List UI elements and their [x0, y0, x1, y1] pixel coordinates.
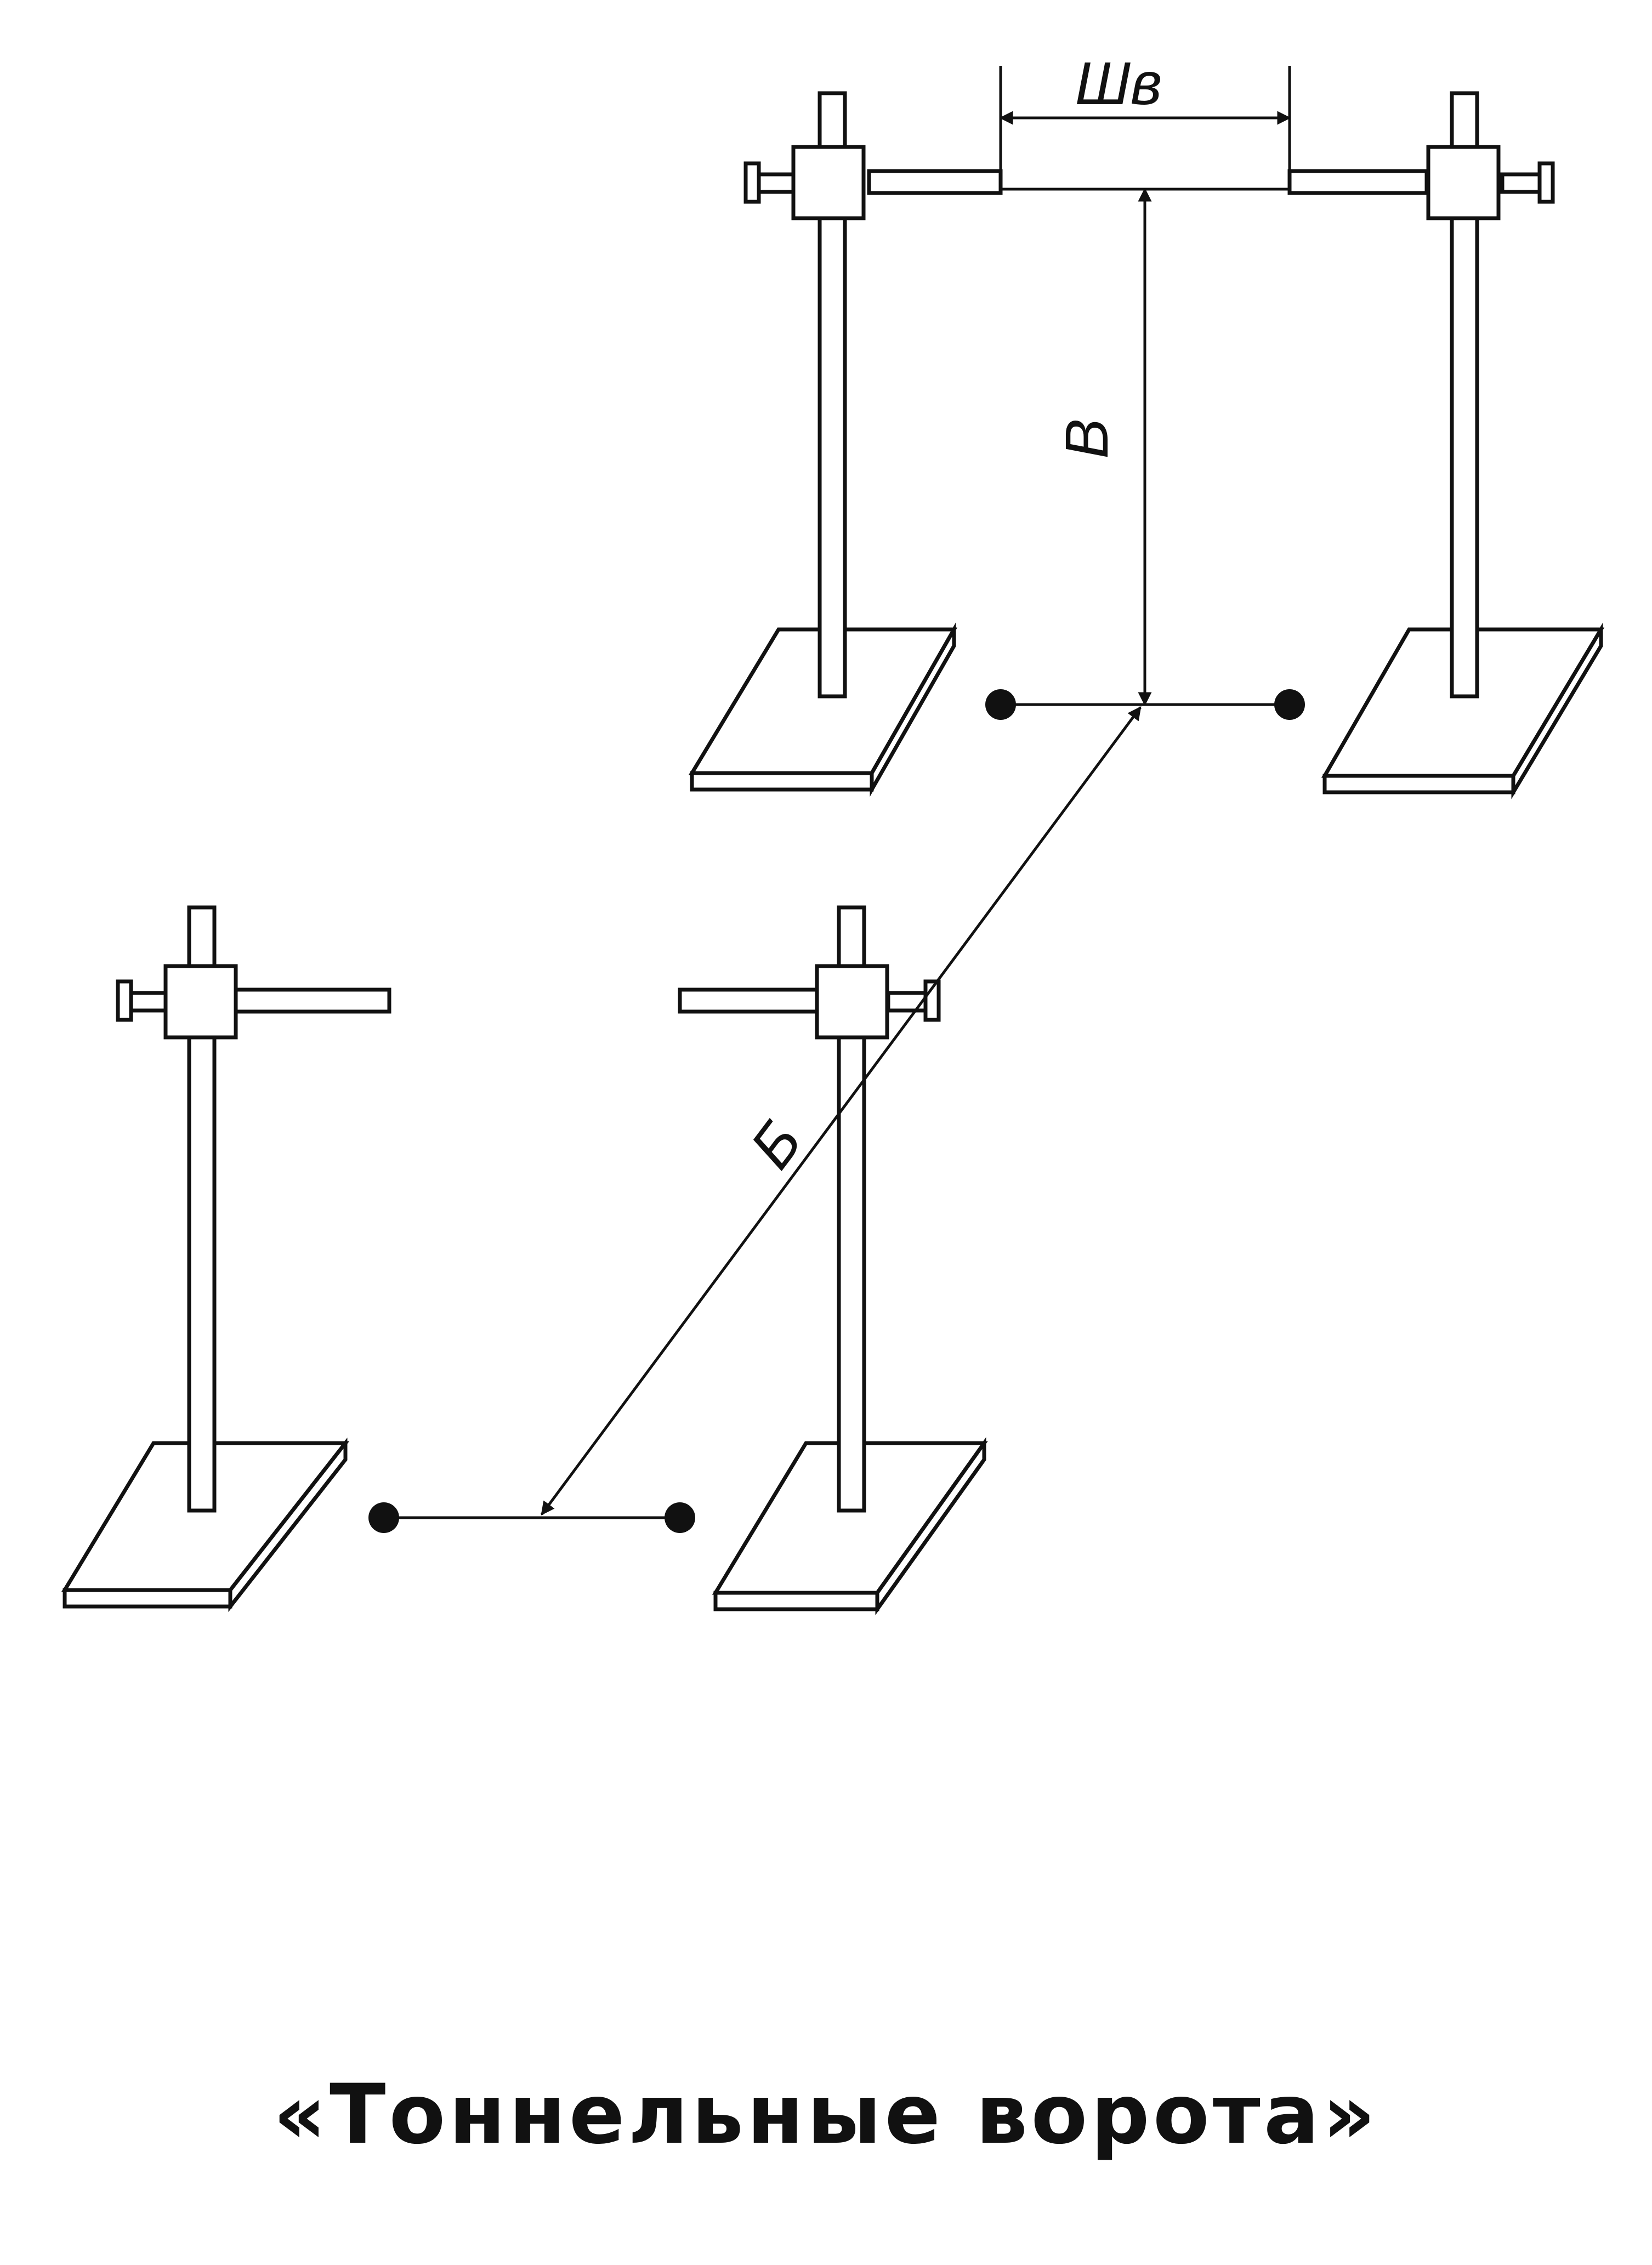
height-label: В [1053, 418, 1121, 458]
marker-dot [368, 1502, 399, 1533]
distance-label: Б [737, 1109, 814, 1180]
stand-front-left [61, 905, 391, 1613]
marker-dot [665, 1502, 695, 1533]
stand-front-right [678, 905, 988, 1615]
width-dimension: Шв [999, 50, 1291, 189]
height-dimension: В [1053, 188, 1152, 706]
marker-dot [1274, 689, 1305, 720]
stand-back-left [688, 91, 1003, 797]
stand-back-right [1287, 91, 1605, 799]
front-floor-marker [368, 1502, 695, 1533]
marker-dot [985, 689, 1016, 720]
width-label: Шв [1075, 50, 1162, 117]
diagram-caption: «Тоннельные ворота» [273, 2067, 1379, 2162]
